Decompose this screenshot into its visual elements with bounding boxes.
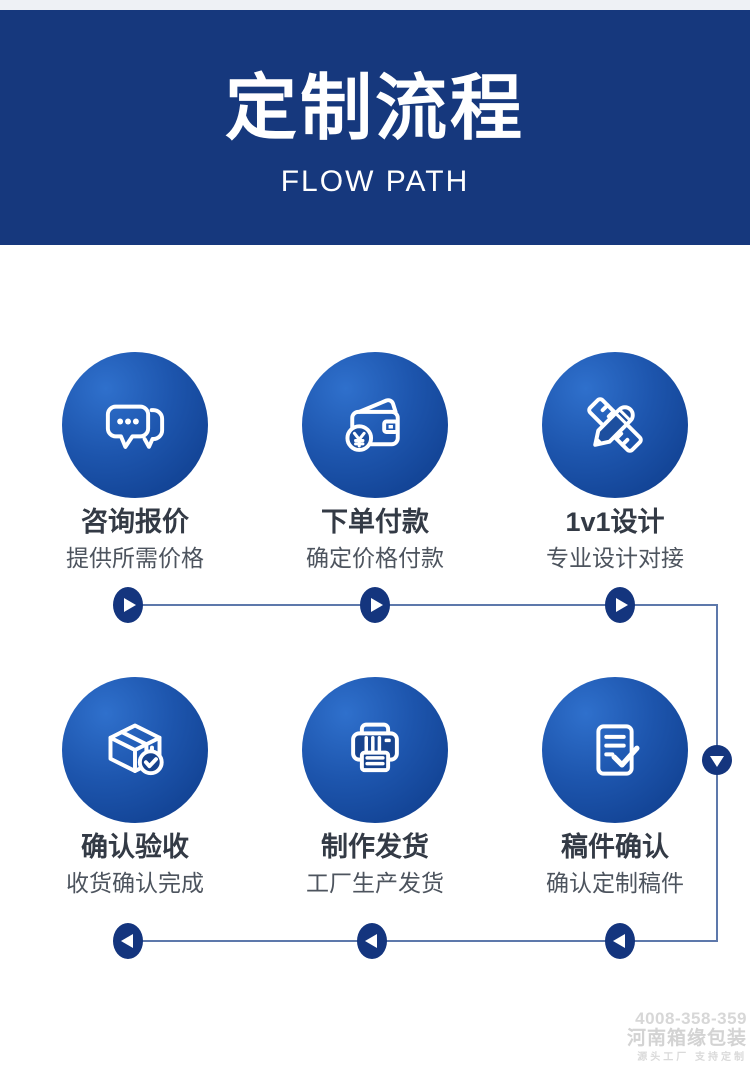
step-circle [62, 677, 208, 823]
step-circle [302, 677, 448, 823]
step-circle [62, 352, 208, 498]
flow-diagram: 咨询报价 提供所需价格 下单付款 确定价格付款 [0, 245, 750, 1005]
step-title: 稿件确认 [561, 832, 669, 862]
arrow-right-glyph [123, 598, 136, 612]
step-title: 制作发货 [321, 832, 429, 862]
watermark-phone: 4008-358-359 [635, 1009, 747, 1028]
arrow-down-icon [702, 745, 732, 775]
step-desc: 专业设计对接 [546, 545, 684, 572]
box-check-icon [108, 723, 164, 776]
step-acceptance: 确认验收 收货确认完成 [20, 677, 250, 896]
ruler-pencil-icon [587, 397, 643, 453]
connector-line-bottom [128, 940, 718, 942]
step-title: 咨询报价 [81, 507, 189, 537]
arrow-left-glyph [612, 934, 625, 948]
arrow-right-icon [605, 587, 635, 623]
arrow-down-glyph [710, 755, 724, 767]
arrow-right-glyph [615, 598, 628, 612]
watermark-tagline: 源头工厂 支持定制 [637, 1051, 747, 1063]
arrow-left-icon [113, 923, 143, 959]
step-desc: 确定价格付款 [306, 545, 444, 572]
step-title: 下单付款 [321, 507, 429, 537]
step-circle [542, 352, 688, 498]
watermark: 4008-358-359 河南箱缘包装 源头工厂 支持定制 [626, 1009, 747, 1063]
arrow-left-icon [605, 923, 635, 959]
header-banner: 定制流程 FLOW PATH [0, 10, 750, 245]
top-strip [0, 0, 750, 10]
watermark-company: 河南箱缘包装 [626, 1027, 747, 1049]
step-order-pay: 下单付款 确定价格付款 [260, 352, 490, 571]
step-title: 确认验收 [81, 832, 189, 862]
page-title: 定制流程 [224, 68, 525, 149]
step-draft-confirm: 稿件确认 确认定制稿件 [500, 677, 730, 896]
arrow-left-glyph [364, 934, 377, 948]
step-produce-ship: 制作发货 工厂生产发货 [260, 677, 490, 896]
arrow-left-glyph [120, 934, 133, 948]
step-circle [542, 677, 688, 823]
arrow-left-icon [357, 923, 387, 959]
page-subtitle: FLOW PATH [280, 164, 470, 198]
document-check-icon [596, 724, 640, 776]
arrow-right-glyph [370, 598, 383, 612]
step-title: 1v1设计 [565, 507, 665, 537]
arrow-right-icon [360, 587, 390, 623]
step-desc: 工厂生产发货 [306, 870, 444, 897]
printer-icon [351, 722, 399, 773]
arrow-right-icon [113, 587, 143, 623]
step-desc: 提供所需价格 [66, 545, 204, 572]
connector-line-top [128, 604, 718, 606]
step-design: 1v1设计 专业设计对接 [500, 352, 730, 571]
step-desc: 收货确认完成 [66, 870, 204, 897]
step-circle [302, 352, 448, 498]
step-desc: 确认定制稿件 [546, 870, 684, 897]
step-consult-quote: 咨询报价 提供所需价格 [20, 352, 250, 571]
chat-icon [105, 404, 165, 449]
wallet-icon [345, 398, 400, 452]
